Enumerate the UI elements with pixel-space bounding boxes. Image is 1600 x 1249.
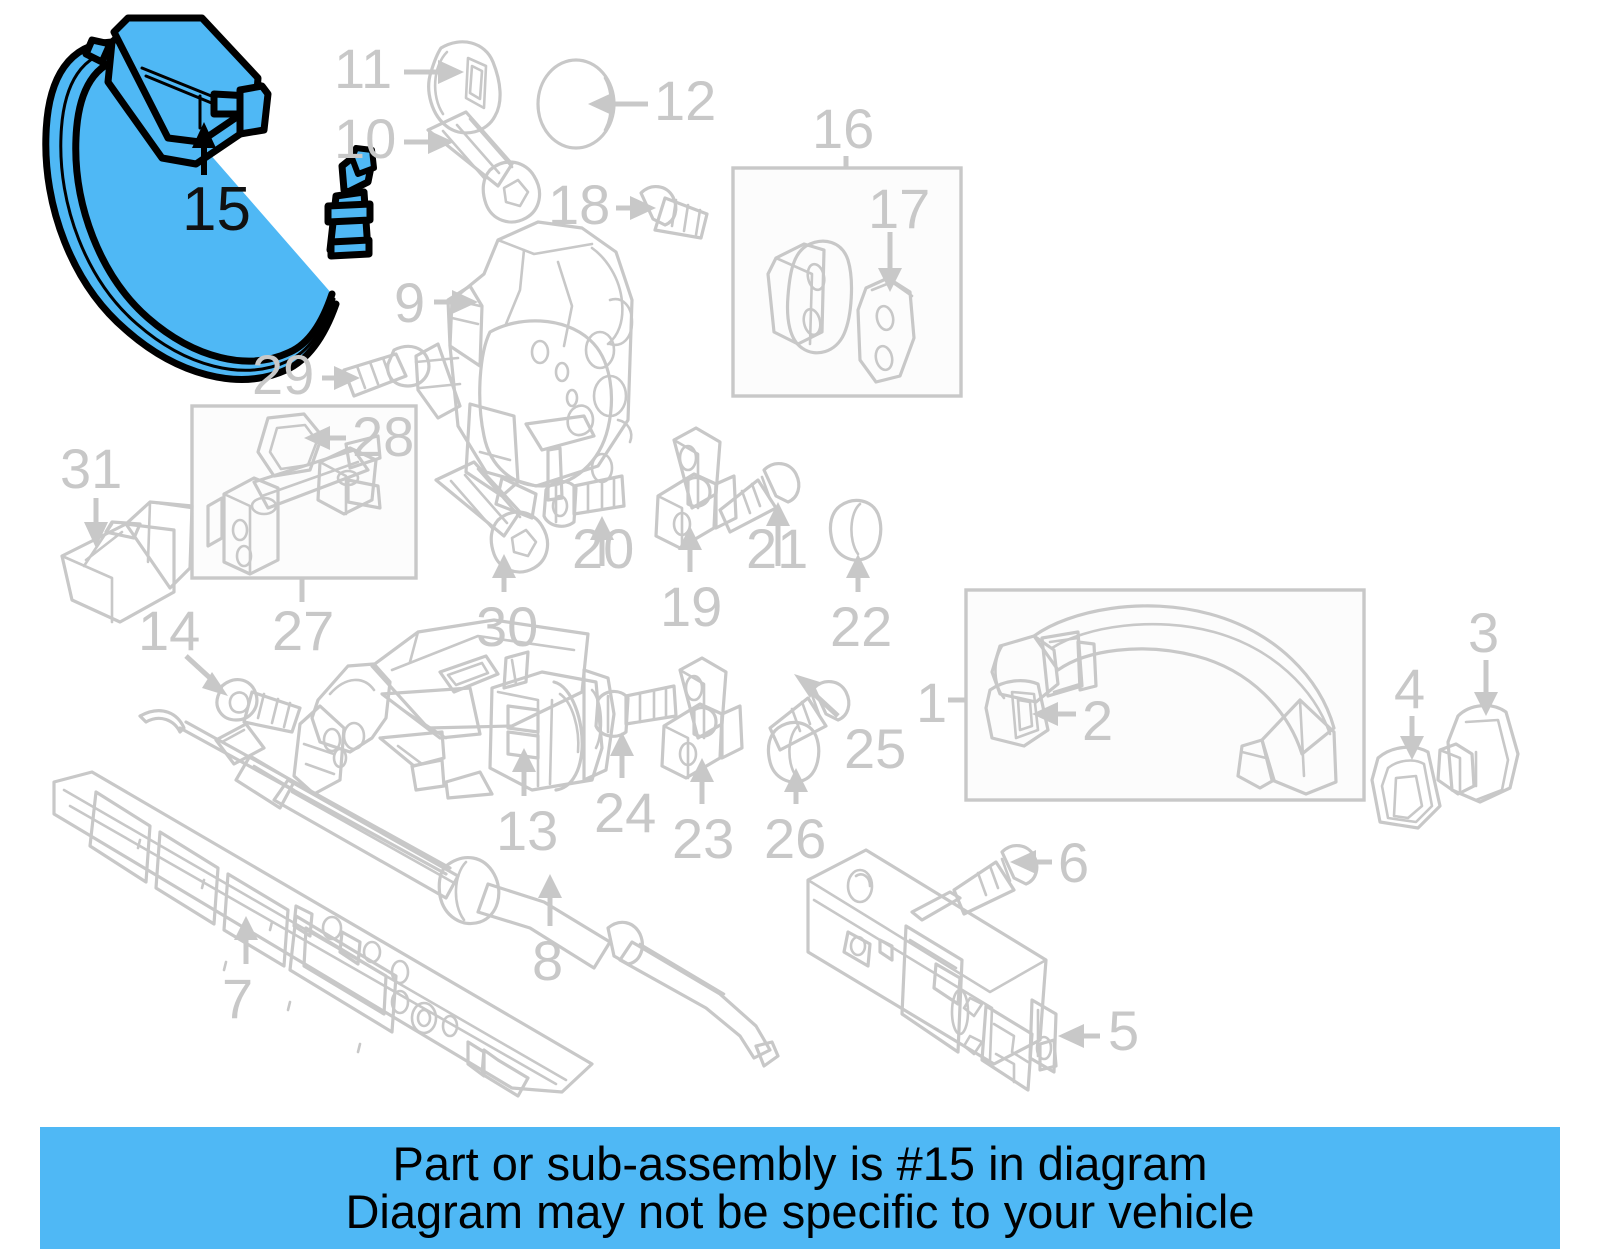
callout-label-12: 12 xyxy=(654,69,717,132)
callout-label-22: 22 xyxy=(830,595,893,658)
callout-label-3: 3 xyxy=(1468,601,1500,664)
banner-line-2: Diagram may not be specific to your vehi… xyxy=(345,1185,1255,1238)
part-19-latch-bracket xyxy=(654,426,738,550)
part-1-outside-handle-box xyxy=(964,588,1366,802)
callout-label-1: 1 xyxy=(916,671,948,734)
callout-arrows xyxy=(84,60,1498,1048)
part-29-bolt xyxy=(342,344,431,398)
part-4-handle-cover xyxy=(1370,745,1442,830)
callout-label-9: 9 xyxy=(394,271,426,334)
part-5-handle-base-carrier xyxy=(806,848,1058,1092)
part-23-latch-bracket xyxy=(660,656,744,780)
callout-label-30: 30 xyxy=(476,595,539,658)
callout-label-10: 10 xyxy=(334,107,397,170)
callout-label-23: 23 xyxy=(672,807,735,870)
part-20-hex-bolt xyxy=(542,474,626,528)
callout-label-15: 15 xyxy=(182,175,251,244)
part-8-release-cable xyxy=(138,709,780,1068)
part-31-wedge-block xyxy=(60,500,194,624)
callout-label-8: 8 xyxy=(532,929,564,992)
callout-label-31: 31 xyxy=(60,437,123,500)
callout-label-7: 7 xyxy=(222,967,254,1030)
callout-label-11: 11 xyxy=(334,37,393,100)
part-18-screw xyxy=(639,185,709,240)
callout-label-25: 25 xyxy=(844,717,907,780)
part-24-hex-bolt xyxy=(594,684,678,738)
callout-label-26: 26 xyxy=(764,807,827,870)
part-13-window-regulator xyxy=(292,618,616,800)
callout-label-18: 18 xyxy=(548,173,611,236)
callout-label-14: 14 xyxy=(138,599,201,662)
callout-label-13: 13 xyxy=(496,799,559,862)
callout-label-21: 21 xyxy=(746,517,809,580)
part-15-lock-actuator-highlight xyxy=(42,14,377,383)
callout-label-28: 28 xyxy=(352,405,415,468)
info-banner: Part or sub-assembly is #15 in diagram D… xyxy=(40,1127,1560,1249)
callout-label-6: 6 xyxy=(1058,831,1090,894)
part-30-flange-bolt xyxy=(434,460,550,574)
part-7-door-sill-trim xyxy=(52,770,594,1098)
callout-label-5: 5 xyxy=(1108,999,1140,1062)
callout-label-27: 27 xyxy=(272,599,335,662)
part-26-cap-plug xyxy=(766,720,821,784)
part-3-lock-cylinder-cover xyxy=(1436,704,1520,804)
callout-label-4: 4 xyxy=(1394,657,1426,720)
part-14-bolt xyxy=(215,677,302,734)
part-22-cap-plug xyxy=(828,498,883,562)
part-9-door-latch xyxy=(414,220,634,520)
part-10-flange-bolt xyxy=(426,110,542,224)
part-25-screw xyxy=(768,680,851,752)
part-16-striker-box xyxy=(731,166,963,398)
part-11-grommet xyxy=(427,40,502,135)
callout-label-2: 2 xyxy=(1082,689,1114,752)
callout-label-17: 17 xyxy=(868,177,931,240)
part-27-check-strap-box xyxy=(190,404,418,580)
callout-label-24: 24 xyxy=(594,781,657,844)
callout-label-29: 29 xyxy=(252,343,315,406)
callout-label-19: 19 xyxy=(660,575,723,638)
banner-line-1: Part or sub-assembly is #15 in diagram xyxy=(392,1137,1208,1191)
part-21-screw xyxy=(718,462,801,534)
callout-label-20: 20 xyxy=(572,517,635,580)
callout-label-16: 16 xyxy=(812,97,875,160)
